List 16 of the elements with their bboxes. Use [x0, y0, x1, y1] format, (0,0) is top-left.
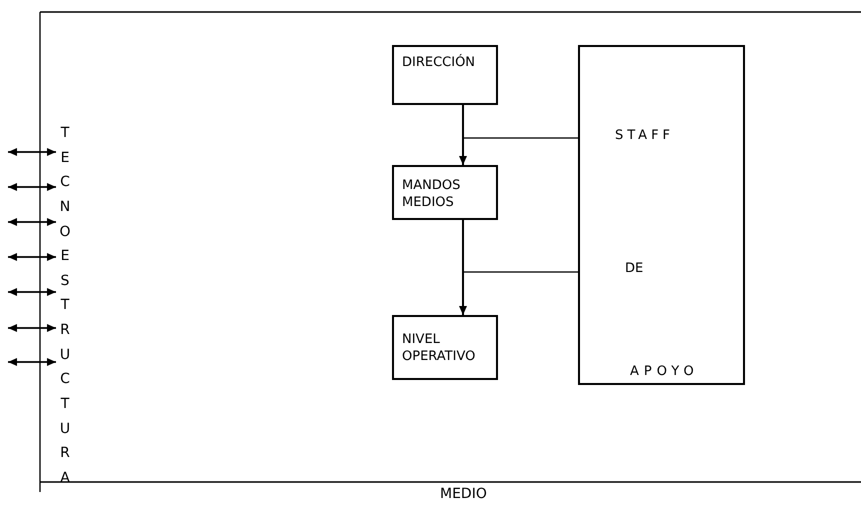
- staff-box: [578, 45, 745, 385]
- level-box: [392, 45, 498, 105]
- level-box: [392, 165, 498, 220]
- box-label: DIRECCIÓN: [402, 54, 476, 71]
- box-label: NIVEL OPERATIVO: [402, 331, 476, 365]
- vertical-label: TECNOESTRUCTURA: [58, 124, 72, 488]
- arrow: [459, 105, 467, 165]
- connector-line: [463, 137, 578, 139]
- box-label: STAFF: [615, 127, 674, 144]
- connector-line: [463, 271, 578, 273]
- level-box: [392, 315, 498, 380]
- arrow: [459, 220, 467, 315]
- environment-label: MEDIO: [440, 486, 487, 502]
- box-label: DE: [625, 260, 644, 277]
- box-label: APOYO: [630, 363, 699, 380]
- box-label: MANDOS MEDIOS: [402, 177, 462, 211]
